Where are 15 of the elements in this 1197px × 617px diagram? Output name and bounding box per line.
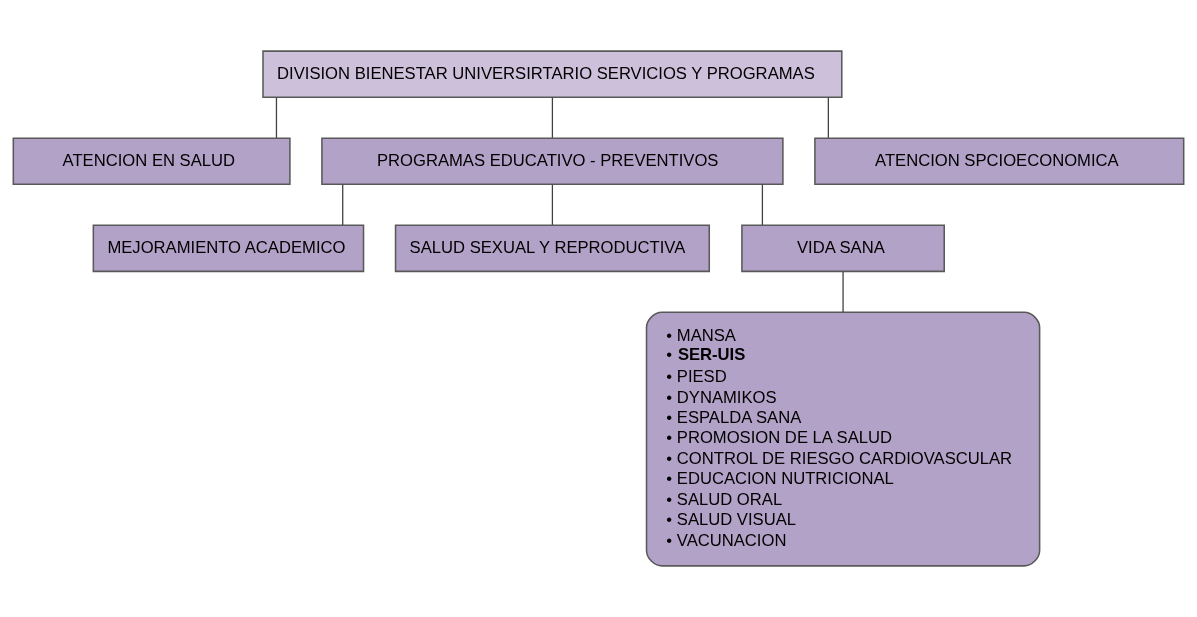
connector [342,183,344,226]
connector [551,96,554,139]
node-box: • MANSA • SER-UIS • PIESD • DYNAMIKOS • ESPALDA SANA • PROMOSION DE LA SALUD • CONTROL DE RIESGO CARDIOVASCULAR • EDUCACION NUTRICIONAL • SALUD ORAL • SALUD VISUAL • VACUNACION [645,311,1041,567]
connector [275,96,278,139]
node-box: VIDA SANA [741,224,945,273]
node-box: MEJORAMIENTO ACADEMICO [92,224,365,273]
node-box: DIVISION BIENESTAR UNIVERSIRTARIO SERVICIOS Y PROGRAMAS [262,50,843,98]
node-box: ATENCION EN SALUD [12,137,291,186]
connector [842,271,844,313]
node-box: ATENCION SPCIOECONOMICA [814,137,1185,186]
connector [551,183,554,226]
node-box: PROGRAMAS EDUCATIVO - PREVENTIVOS [321,137,784,186]
connector [761,183,764,226]
node-box: SALUD SEXUAL Y REPRODUCTIVA [394,224,711,273]
connector [827,96,829,139]
